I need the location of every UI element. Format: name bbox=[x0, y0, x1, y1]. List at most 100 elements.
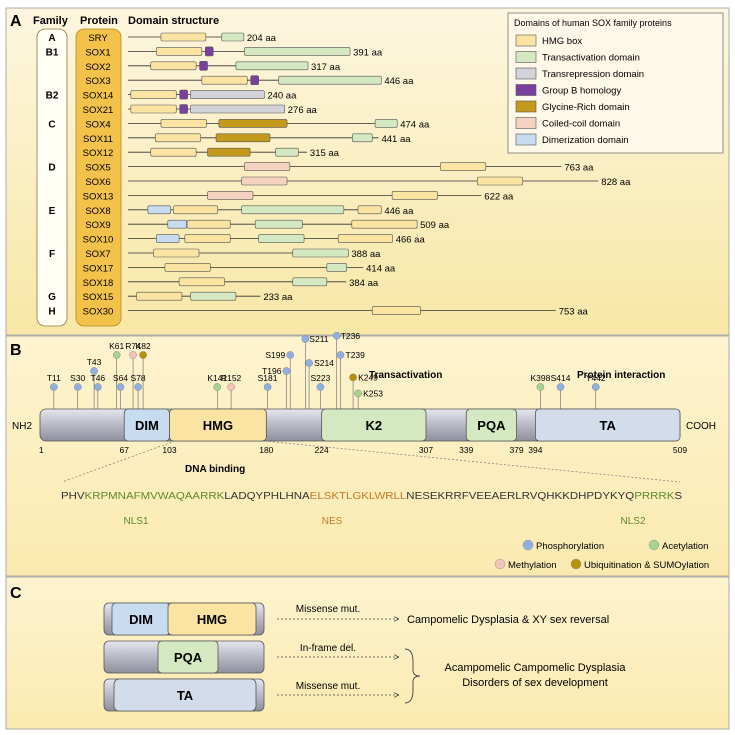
repr-domain-box bbox=[190, 90, 265, 99]
ptm-legend-label: Ubiquitination & SUMOylation bbox=[584, 560, 709, 571]
trans-domain-box bbox=[278, 75, 382, 85]
domain-label-pqa: PQA bbox=[477, 418, 506, 433]
hmg-domain-box bbox=[357, 205, 382, 215]
site-k141: K141 bbox=[207, 373, 227, 409]
trans-domain-box bbox=[292, 277, 328, 287]
ptm-legend-dot bbox=[648, 539, 660, 551]
c-hmg-label: HMG bbox=[197, 612, 227, 627]
site-dot-meth bbox=[227, 383, 235, 391]
hmg-domain-box bbox=[160, 119, 207, 128]
c-hmg-domain bbox=[167, 602, 257, 636]
trans-domain-box bbox=[352, 133, 373, 143]
domain-k2 bbox=[321, 408, 427, 442]
protein-name: SOX2 bbox=[85, 62, 110, 73]
site-label: S211 bbox=[309, 334, 328, 344]
site-label: K141 bbox=[207, 373, 227, 383]
legend-label-dimer: Dimerization domain bbox=[542, 135, 629, 146]
site-label: S199 bbox=[265, 350, 285, 360]
coil-domain-box bbox=[241, 176, 288, 186]
site-s211: S211 bbox=[301, 334, 329, 409]
site-dot-phos bbox=[73, 383, 82, 391]
protein-name: SOX6 bbox=[85, 177, 110, 188]
legend-label-repr: Transrepression domain bbox=[542, 69, 644, 80]
site-s64: S64 bbox=[113, 373, 128, 409]
site-t46: T46 bbox=[91, 373, 105, 409]
site-label: K82 bbox=[136, 341, 151, 351]
site-dot-phos bbox=[94, 383, 102, 391]
c-pqa-label: PQA bbox=[174, 650, 203, 665]
family-label-b2: B2 bbox=[46, 91, 59, 102]
mutation-label-2: In-frame del. bbox=[300, 643, 356, 654]
legend-title: Domains of human SOX family proteins bbox=[514, 18, 672, 28]
family-label-h: H bbox=[48, 307, 55, 318]
hmg-domain-box bbox=[440, 162, 487, 171]
outcome-brace bbox=[404, 648, 421, 704]
c-dim-label: DIM bbox=[129, 612, 153, 627]
trans-domain-box bbox=[258, 234, 305, 243]
hmg-domain-box bbox=[477, 176, 524, 186]
site-k398: K398 bbox=[531, 373, 551, 409]
domain-label-ta: TA bbox=[600, 418, 617, 433]
position-1: 1 bbox=[39, 445, 44, 455]
domain-label-hmg: HMG bbox=[203, 418, 233, 433]
trans-domain-box bbox=[254, 219, 303, 229]
sequence-segment: PHV bbox=[61, 491, 85, 502]
hmg-domain-box bbox=[136, 291, 183, 301]
position-509: 509 bbox=[673, 445, 687, 455]
domain-pqa bbox=[465, 408, 517, 442]
legend-swatch-coil bbox=[515, 117, 537, 129]
coil-domain-box bbox=[244, 162, 291, 171]
protein-length: 391 aa bbox=[353, 47, 383, 58]
mutation-row-ta: TA Missense mut. bbox=[103, 678, 398, 712]
legend-swatch-repr bbox=[515, 67, 537, 80]
site-s214: S214 bbox=[305, 358, 334, 409]
trans-domain-box bbox=[374, 119, 398, 128]
site-t11: T11 bbox=[47, 373, 61, 409]
c-pqa-domain bbox=[157, 640, 219, 674]
zoom-line-left bbox=[61, 440, 176, 483]
site-label: S214 bbox=[314, 358, 334, 368]
protein-name: SOX10 bbox=[83, 235, 114, 246]
trans-domain-box bbox=[326, 263, 347, 272]
protein-length: 204 aa bbox=[247, 33, 277, 44]
site-dot-phos bbox=[556, 383, 565, 391]
site-t43: T43 bbox=[87, 357, 102, 409]
site-k82: K82 bbox=[136, 341, 151, 409]
domain-hmg bbox=[169, 408, 267, 442]
protein-length: 753 aa bbox=[559, 307, 589, 318]
legend-label-groupb: Group B homology bbox=[542, 86, 621, 97]
site-dot-meth bbox=[129, 351, 137, 359]
protein-length: 317 aa bbox=[311, 62, 341, 73]
family-label-f: F bbox=[49, 249, 55, 260]
site-dot-phos bbox=[286, 351, 295, 359]
site-label: S223 bbox=[310, 373, 330, 383]
protein-length: 276 aa bbox=[288, 105, 318, 116]
legend-box bbox=[507, 12, 724, 154]
protein-row-sry: SRY 204 aa bbox=[88, 32, 277, 44]
trans-domain-box bbox=[275, 147, 299, 157]
site-dot-phos bbox=[336, 351, 345, 359]
domain-label-dim: DIM bbox=[135, 418, 159, 433]
protein-name: SOX4 bbox=[85, 119, 110, 130]
trans-domain-box bbox=[292, 248, 349, 258]
protein-name: SRY bbox=[88, 33, 108, 44]
site-dot-phos bbox=[90, 367, 98, 375]
protein-row-sox2: SOX2 317 aa bbox=[85, 60, 341, 73]
site-dot-phos bbox=[282, 367, 291, 375]
family-column-box bbox=[36, 28, 68, 327]
trans-domain-box bbox=[235, 61, 309, 71]
site-label: K398 bbox=[531, 373, 551, 383]
trans-domain-box bbox=[241, 205, 345, 215]
protein-column-box bbox=[75, 28, 122, 327]
site-dot-phos bbox=[591, 383, 600, 391]
dimer-domain-box bbox=[156, 234, 180, 243]
ptm-legend-dot bbox=[570, 558, 582, 570]
